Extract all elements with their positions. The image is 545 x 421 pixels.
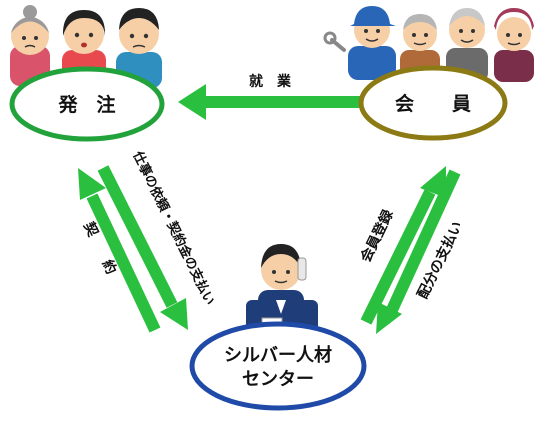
center-node-label-line1: シルバー人材	[224, 344, 332, 366]
client-node: 発 注	[9, 66, 165, 142]
arrow-member-to-client	[178, 84, 360, 120]
edge-label-work: 就 業	[249, 73, 292, 90]
elderly-woman-2-icon	[494, 8, 534, 82]
arrow-member-to-center	[376, 169, 461, 334]
center-node-label-line2: センター	[242, 369, 314, 390]
edge-label-register: 会員登録	[357, 206, 397, 265]
client-node-label: 発 注	[57, 93, 115, 116]
arrow-client-to-center	[97, 165, 188, 330]
edge-label-request: 仕事の依頼・契約金の支払い	[129, 148, 218, 308]
worker-with-wrench-icon	[323, 6, 396, 80]
arrow-center-to-client	[78, 168, 161, 333]
member-node-label: 会 員	[395, 92, 471, 115]
member-people-illustration	[323, 6, 534, 82]
arrow-center-to-member	[360, 166, 446, 325]
elderly-woman-icon	[10, 5, 50, 86]
member-node: 会 員	[358, 65, 508, 141]
center-node: シルバー人材 センター	[189, 321, 367, 411]
